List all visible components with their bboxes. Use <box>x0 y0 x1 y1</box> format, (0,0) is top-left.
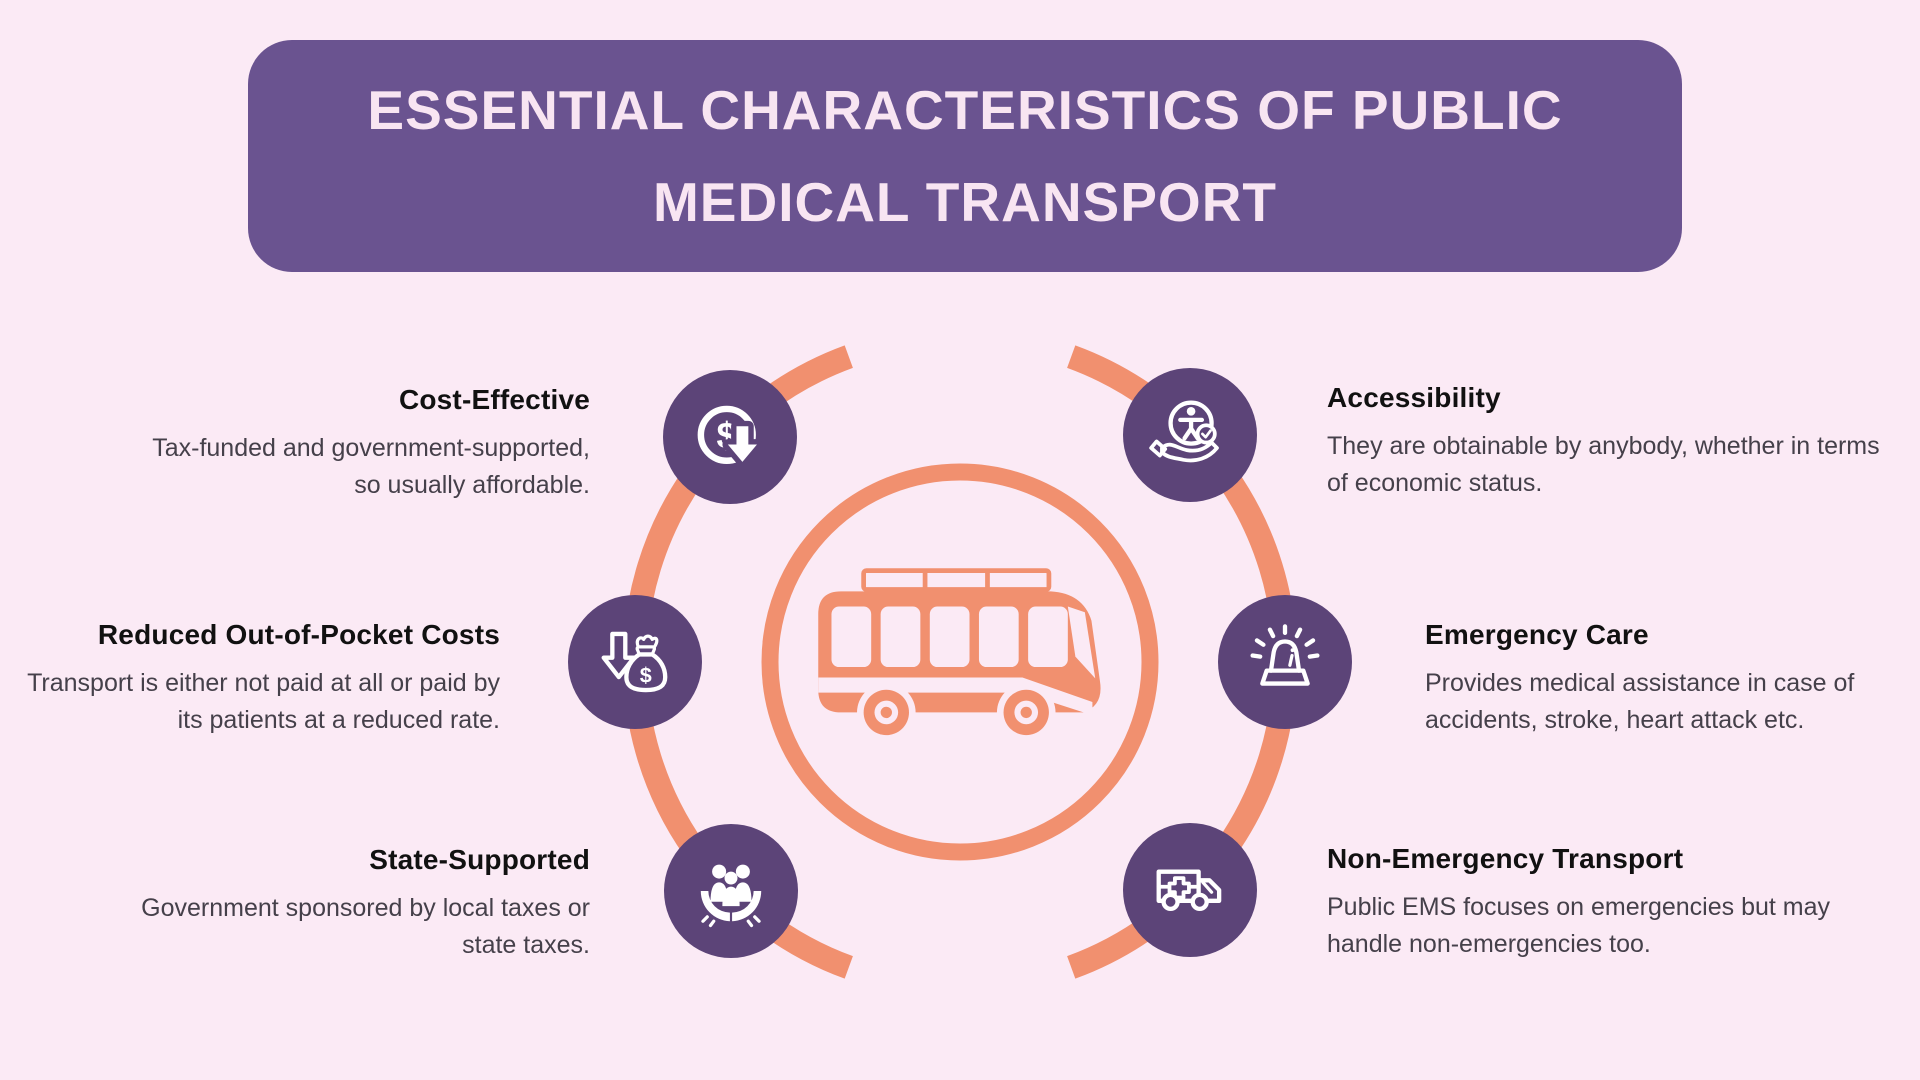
item-heading: Non-Emergency Transport <box>1327 843 1684 874</box>
page-title: ESSENTIAL CHARACTERISTICS OF PUBLIC MEDI… <box>367 64 1562 248</box>
bus-front-wheel <box>996 683 1056 742</box>
page-title-line-2: MEDICAL TRANSPORT <box>652 171 1278 233</box>
item-body: Provides medical assistance in case of a… <box>1425 669 1855 734</box>
money-bag-arrow-down-icon: $ <box>568 595 702 729</box>
page-title-line-1: ESSENTIAL CHARACTERISTICS OF PUBLIC <box>367 79 1563 141</box>
item-heading: Accessibility <box>1327 382 1501 413</box>
svg-text:$: $ <box>640 663 652 688</box>
inner-ring <box>761 463 1159 861</box>
item-heading: Cost-Effective <box>398 384 590 415</box>
bus-rear-wheel <box>857 683 916 742</box>
hand-accessibility-check-icon <box>1123 368 1257 502</box>
item-body: Public EMS focuses on emergencies but ma… <box>1327 893 1831 958</box>
siren-icon <box>1218 595 1352 729</box>
bus-windshield <box>1067 606 1096 679</box>
item-heading: Reduced Out-of-Pocket Costs <box>97 619 500 650</box>
bus-roof-rack <box>861 568 1052 592</box>
hands-holding-people-icon <box>664 824 798 958</box>
item-body: Tax-funded and government-supported, so … <box>152 434 590 499</box>
item-body: Transport is either not paid at all or p… <box>27 669 500 734</box>
item-body: They are obtainable by anybody, whether … <box>1327 432 1880 497</box>
item-body: Government sponsored by local taxes or s… <box>141 894 590 959</box>
item-heading: State-Supported <box>369 844 590 875</box>
bus-icon <box>818 568 1101 742</box>
item-heading: Emergency Care <box>1425 619 1649 650</box>
title-banner: ESSENTIAL CHARACTERISTICS OF PUBLIC MEDI… <box>248 40 1682 272</box>
dollar-decrease-icon: $ <box>663 370 797 504</box>
ambulance-icon <box>1123 823 1257 957</box>
